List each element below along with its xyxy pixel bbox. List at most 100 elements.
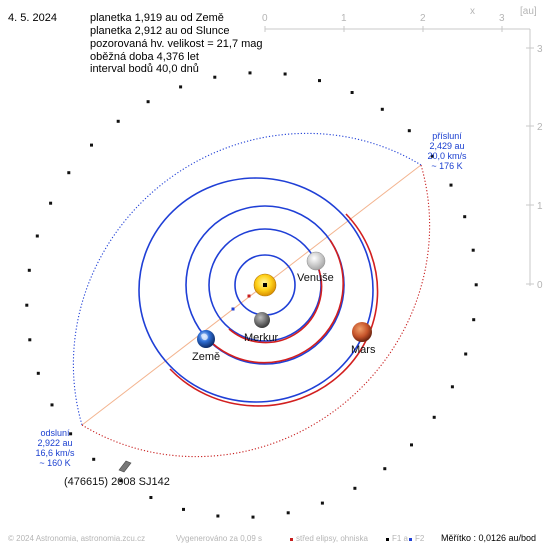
- legend-center-label: střed elipsy, ohniska: [296, 534, 368, 543]
- orbit-point: [213, 75, 217, 79]
- venus[interactable]: Venuše: [297, 251, 334, 284]
- mars-label: Mars: [351, 344, 376, 356]
- orbit-point: [49, 201, 53, 205]
- venus-label: Venuše: [297, 272, 334, 284]
- venus-orbit-red-arc: [228, 266, 323, 344]
- orbit-point: [320, 501, 324, 505]
- y-tick-0: 0: [537, 280, 543, 291]
- asteroid-icon: [118, 460, 132, 473]
- ellipse-center-marker: [247, 294, 251, 298]
- orbit-point: [27, 268, 31, 272]
- y-tick-1: 1: [537, 201, 543, 212]
- legend-f1-label: F1 a: [392, 534, 409, 543]
- aphelion-title: odsluní: [40, 428, 70, 438]
- legend-f2-marker: [409, 538, 412, 541]
- focus-f2-marker: [231, 307, 235, 311]
- x-tick-3: 3: [499, 13, 505, 24]
- perihelion-distance: 2,429 au: [429, 141, 465, 151]
- sun[interactable]: [253, 273, 277, 297]
- mercury-label: Merkur: [244, 332, 279, 344]
- orbit-point: [35, 234, 39, 238]
- orbit-point: [90, 143, 93, 147]
- orbit-point: [69, 432, 73, 436]
- copyright-link[interactable]: © 2024 Astronomia, astronomia.zcu.cz: [8, 534, 146, 543]
- scale-label: Měřítko : 0,0126 au/bod: [441, 533, 537, 543]
- orbit-point: [464, 352, 468, 356]
- orbit-point: [216, 514, 220, 518]
- asteroid-orbit-near: [72, 132, 422, 426]
- legend-center-marker: [290, 538, 293, 541]
- generated-time: Vygenerováno za 0,09 s: [176, 534, 262, 543]
- perihelion-temperature: ~ 176 K: [431, 161, 463, 171]
- orbit-point: [149, 496, 153, 499]
- orbit-point: [251, 515, 255, 519]
- date-label: 4. 5. 2024: [8, 12, 57, 24]
- x-tick-1: 1: [341, 13, 347, 24]
- orbit-point: [50, 403, 54, 407]
- mars[interactable]: Mars: [351, 322, 376, 356]
- x-axis-label: x: [470, 6, 475, 17]
- unit-label: [au]: [520, 6, 537, 17]
- perihelion-note: přísluní 2,429 au 20,0 km/s ~ 176 K: [420, 131, 474, 171]
- info-distance-sun: planetka 2,912 au od Slunce: [90, 25, 230, 37]
- earth-label: Země: [192, 351, 220, 363]
- orbit-point: [146, 100, 150, 104]
- perihelion-speed: 20,0 km/s: [427, 151, 467, 161]
- orbit-point: [318, 79, 321, 83]
- info-distance-earth: planetka 1,919 au od Země: [90, 12, 224, 24]
- asteroid-label: (476615) 2008 SJ142: [64, 476, 170, 488]
- info-interval: interval bodů 40,0 dnů: [90, 63, 199, 75]
- orbit-point: [471, 248, 475, 252]
- orbit-point: [179, 85, 183, 89]
- mercury[interactable]: Merkur: [244, 312, 279, 344]
- orbit-point: [449, 183, 453, 187]
- orbit-point: [353, 486, 357, 490]
- asteroid-orbit-points: [25, 71, 478, 519]
- mars-icon: [352, 322, 372, 342]
- orbit-point: [25, 303, 29, 307]
- apsis-line: [81, 164, 422, 426]
- aphelion-note: odsluní 2,922 au 16,6 km/s ~ 160 K: [28, 428, 82, 468]
- orbit-point: [92, 457, 96, 461]
- orbit-point: [286, 511, 290, 515]
- orbit-point: [430, 154, 434, 158]
- orbit-point: [36, 371, 40, 375]
- orbit-point: [407, 129, 411, 133]
- orbit-point: [350, 91, 354, 94]
- mercury-icon: [254, 312, 270, 328]
- orbit-point: [410, 443, 413, 447]
- orbit-point: [116, 119, 120, 123]
- orbit-point: [28, 338, 32, 342]
- legend-f2-label: F2: [415, 534, 425, 543]
- orbit-point: [182, 507, 185, 511]
- focus-f1-marker: [263, 283, 267, 287]
- aphelion-temperature: ~ 160 K: [39, 458, 71, 468]
- y-tick-2: 2: [537, 122, 543, 133]
- orbit-point: [283, 72, 287, 76]
- x-tick-0: 0: [262, 13, 268, 24]
- orbit-point: [380, 107, 384, 111]
- orbit-point: [474, 283, 478, 287]
- earth-orbit-red-arc: [211, 239, 344, 364]
- mars-orbit-red-arc: [169, 213, 379, 407]
- orbit-point: [450, 385, 454, 389]
- top-axis: 0 1 2 3 x [au]: [262, 6, 537, 32]
- asteroid[interactable]: (476615) 2008 SJ142: [64, 460, 170, 488]
- perihelion-title: přísluní: [432, 131, 462, 141]
- orbit-point: [248, 71, 252, 75]
- aphelion-speed: 16,6 km/s: [35, 448, 75, 458]
- x-tick-2: 2: [420, 13, 426, 24]
- mars-orbit: [138, 177, 374, 403]
- legend-f1-marker: [386, 538, 389, 541]
- info-period: oběžná doba 4,376 let: [90, 51, 199, 63]
- earth[interactable]: Země: [192, 330, 220, 363]
- right-axis: 3 2 1 0: [526, 29, 543, 291]
- orbit-point: [472, 318, 476, 322]
- orbit-point: [119, 479, 123, 483]
- venus-icon: [306, 251, 326, 271]
- y-tick-3: 3: [537, 44, 543, 55]
- aphelion-distance: 2,922 au: [37, 438, 73, 448]
- orbit-point: [67, 171, 71, 175]
- orbit-point: [432, 415, 436, 419]
